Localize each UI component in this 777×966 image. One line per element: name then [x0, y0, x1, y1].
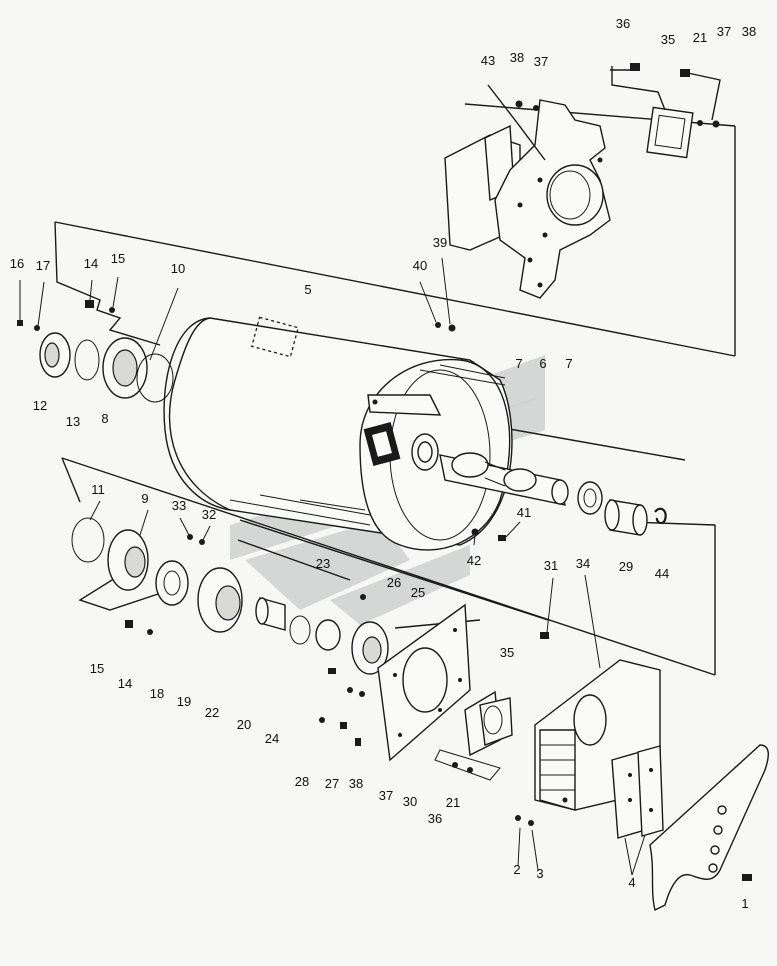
callout-38: 38 — [349, 776, 363, 791]
hardware-leaders — [319, 100, 554, 871]
bearing-plate-lower — [434, 690, 513, 781]
callout-27: 27 — [325, 776, 339, 791]
callout-14: 14 — [84, 256, 98, 271]
callout-44: 44 — [655, 566, 669, 581]
assembly-lines — [54, 103, 736, 676]
clip-44 — [654, 507, 667, 525]
callout-7: 7 — [565, 356, 572, 371]
callout-12: 12 — [33, 398, 47, 413]
callout-37: 37 — [717, 24, 731, 39]
callout-3: 3 — [536, 866, 543, 881]
callout-20: 20 — [237, 717, 251, 732]
callout-4: 4 — [628, 875, 635, 890]
callout-2: 2 — [513, 862, 520, 877]
callout-10: 10 — [171, 261, 185, 276]
callout-35: 35 — [500, 645, 514, 660]
callout-14: 14 — [118, 676, 132, 691]
callout-21: 21 — [446, 795, 460, 810]
callout-18: 18 — [150, 686, 164, 701]
callout-7: 7 — [515, 356, 522, 371]
callout-15: 15 — [90, 661, 104, 676]
callout-21: 21 — [693, 30, 707, 45]
callout-8: 8 — [101, 411, 108, 426]
callout-28: 28 — [295, 774, 309, 789]
left-end-parts — [17, 276, 179, 403]
callout-32: 32 — [202, 507, 216, 522]
callout-36: 36 — [428, 811, 442, 826]
callout-25: 25 — [411, 585, 425, 600]
callout-40: 40 — [413, 258, 427, 273]
callout-17: 17 — [36, 258, 50, 273]
callout-33: 33 — [172, 498, 186, 513]
callout-43: 43 — [481, 53, 495, 68]
mounting-plate-30 — [377, 603, 471, 762]
callout-19: 19 — [177, 694, 191, 709]
callout-11: 11 — [91, 482, 105, 497]
callout-34: 34 — [576, 556, 590, 571]
bearing-7-left — [411, 433, 439, 471]
callout-38: 38 — [742, 24, 756, 39]
callout-22: 22 — [205, 705, 219, 720]
callout-24: 24 — [265, 731, 279, 746]
brackets-4 — [611, 745, 664, 876]
callout-23: 23 — [316, 556, 330, 571]
shaft — [439, 452, 569, 506]
callout-1: 1 — [741, 896, 748, 911]
callout-13: 13 — [66, 414, 80, 429]
callout-30: 30 — [403, 794, 417, 809]
callout-39: 39 — [433, 235, 447, 250]
callout-15: 15 — [111, 251, 125, 266]
frame-plate-1 — [649, 744, 769, 912]
bearing-plate-top — [610, 63, 721, 159]
callout-36: 36 — [616, 16, 630, 31]
callout-16: 16 — [10, 256, 24, 271]
callout-38: 38 — [510, 50, 524, 65]
callout-31: 31 — [544, 558, 558, 573]
callout-35: 35 — [661, 32, 675, 47]
coupling-29 — [604, 499, 648, 536]
callout-42: 42 — [467, 553, 481, 568]
callout-41: 41 — [517, 505, 531, 520]
drum-shell — [163, 316, 513, 551]
callout-5: 5 — [304, 282, 311, 297]
callout-37: 37 — [379, 788, 393, 803]
callout-9: 9 — [141, 491, 148, 506]
lower-left-parts — [71, 500, 389, 675]
callout-26: 26 — [387, 575, 401, 590]
top-mount-bracket — [444, 84, 611, 299]
callout-6: 6 — [539, 356, 546, 371]
callout-37: 37 — [534, 54, 548, 69]
callout-29: 29 — [619, 559, 633, 574]
bearing-7-right — [577, 481, 603, 515]
